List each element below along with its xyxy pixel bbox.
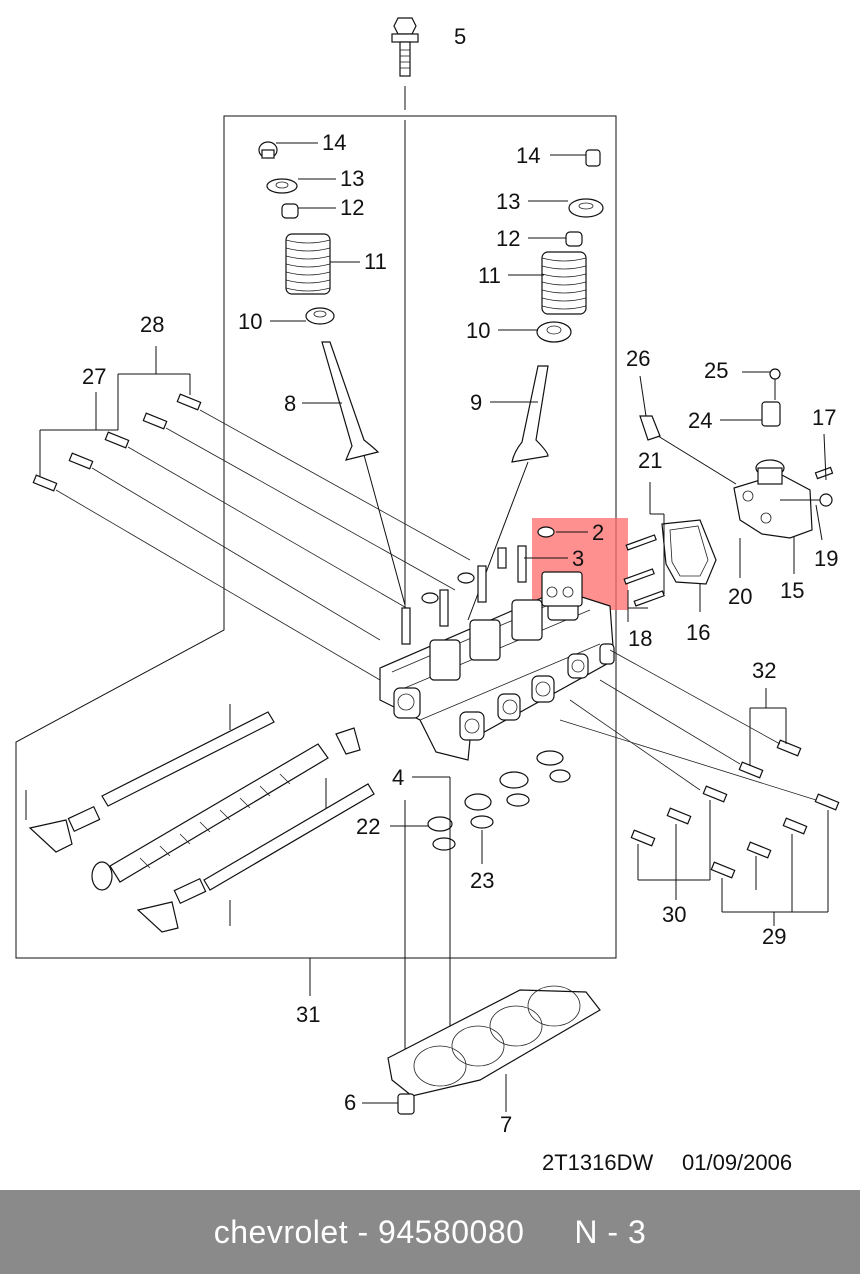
callout-17: 17 <box>812 405 836 430</box>
left-valve-stack <box>258 141 406 606</box>
footer-bar: chevrolet - 94580080 N - 3 <box>0 1190 860 1274</box>
callout-24: 24 <box>688 408 712 433</box>
callout-23: 23 <box>470 868 494 893</box>
callout-13-right: 13 <box>496 189 520 214</box>
callout-25: 25 <box>704 358 728 383</box>
camshaft-group <box>25 704 375 933</box>
callout-20: 20 <box>728 584 752 609</box>
callout-31: 31 <box>296 1002 320 1027</box>
callout-7: 7 <box>500 1112 512 1137</box>
callout-29: 29 <box>762 924 786 949</box>
callout-4: 4 <box>392 765 404 790</box>
drawing-code: 2T1316DW <box>542 1150 654 1175</box>
callout-19: 19 <box>814 546 838 571</box>
callout-28: 28 <box>140 312 164 337</box>
callout-27: 27 <box>82 364 106 389</box>
callout-5: 5 <box>454 24 466 49</box>
callout-11-left: 11 <box>364 249 387 274</box>
right-valve-stack <box>467 149 604 621</box>
callout-32: 32 <box>752 658 776 683</box>
callout-10-right: 10 <box>466 318 490 343</box>
callout-2: 2 <box>592 520 604 545</box>
cylinder-head-exploded-diagram: 5 14 13 12 11 10 8 14 13 12 11 10 9 28 2… <box>15 17 840 1175</box>
callout-18: 18 <box>628 626 652 651</box>
dowel-pin <box>362 1093 415 1115</box>
callout-10-left: 10 <box>238 309 262 334</box>
cylinder-head <box>379 526 615 761</box>
footer-brand-part: chevrolet - 94580080 <box>213 1213 525 1250</box>
callout-30: 30 <box>662 902 686 927</box>
footer-page: N - 3 <box>574 1213 647 1250</box>
callout-6: 6 <box>344 1090 356 1115</box>
callout-16: 16 <box>686 620 710 645</box>
head-gasket <box>387 985 601 1112</box>
thermostat-housing-group <box>623 368 834 622</box>
head-bolt <box>391 17 419 1080</box>
callout-3: 3 <box>572 546 584 571</box>
callout-22: 22 <box>356 814 380 839</box>
seals <box>390 750 571 1050</box>
callout-13-left: 13 <box>340 166 364 191</box>
callout-26: 26 <box>626 346 650 371</box>
callout-12-right: 12 <box>496 226 520 251</box>
right-studs <box>559 649 840 926</box>
callout-14-right: 14 <box>516 143 540 168</box>
callout-9: 9 <box>470 390 482 415</box>
drawing-date: 01/09/2006 <box>682 1150 792 1175</box>
callout-15: 15 <box>780 578 804 603</box>
valve-leaders <box>270 142 586 404</box>
assembly-frame <box>15 115 617 959</box>
callout-21: 21 <box>638 448 662 473</box>
left-studs <box>32 346 471 681</box>
callout-8: 8 <box>284 391 296 416</box>
callout-11-right: 11 <box>478 263 501 288</box>
callout-12-left: 12 <box>340 195 364 220</box>
callout-14-left: 14 <box>322 130 346 155</box>
